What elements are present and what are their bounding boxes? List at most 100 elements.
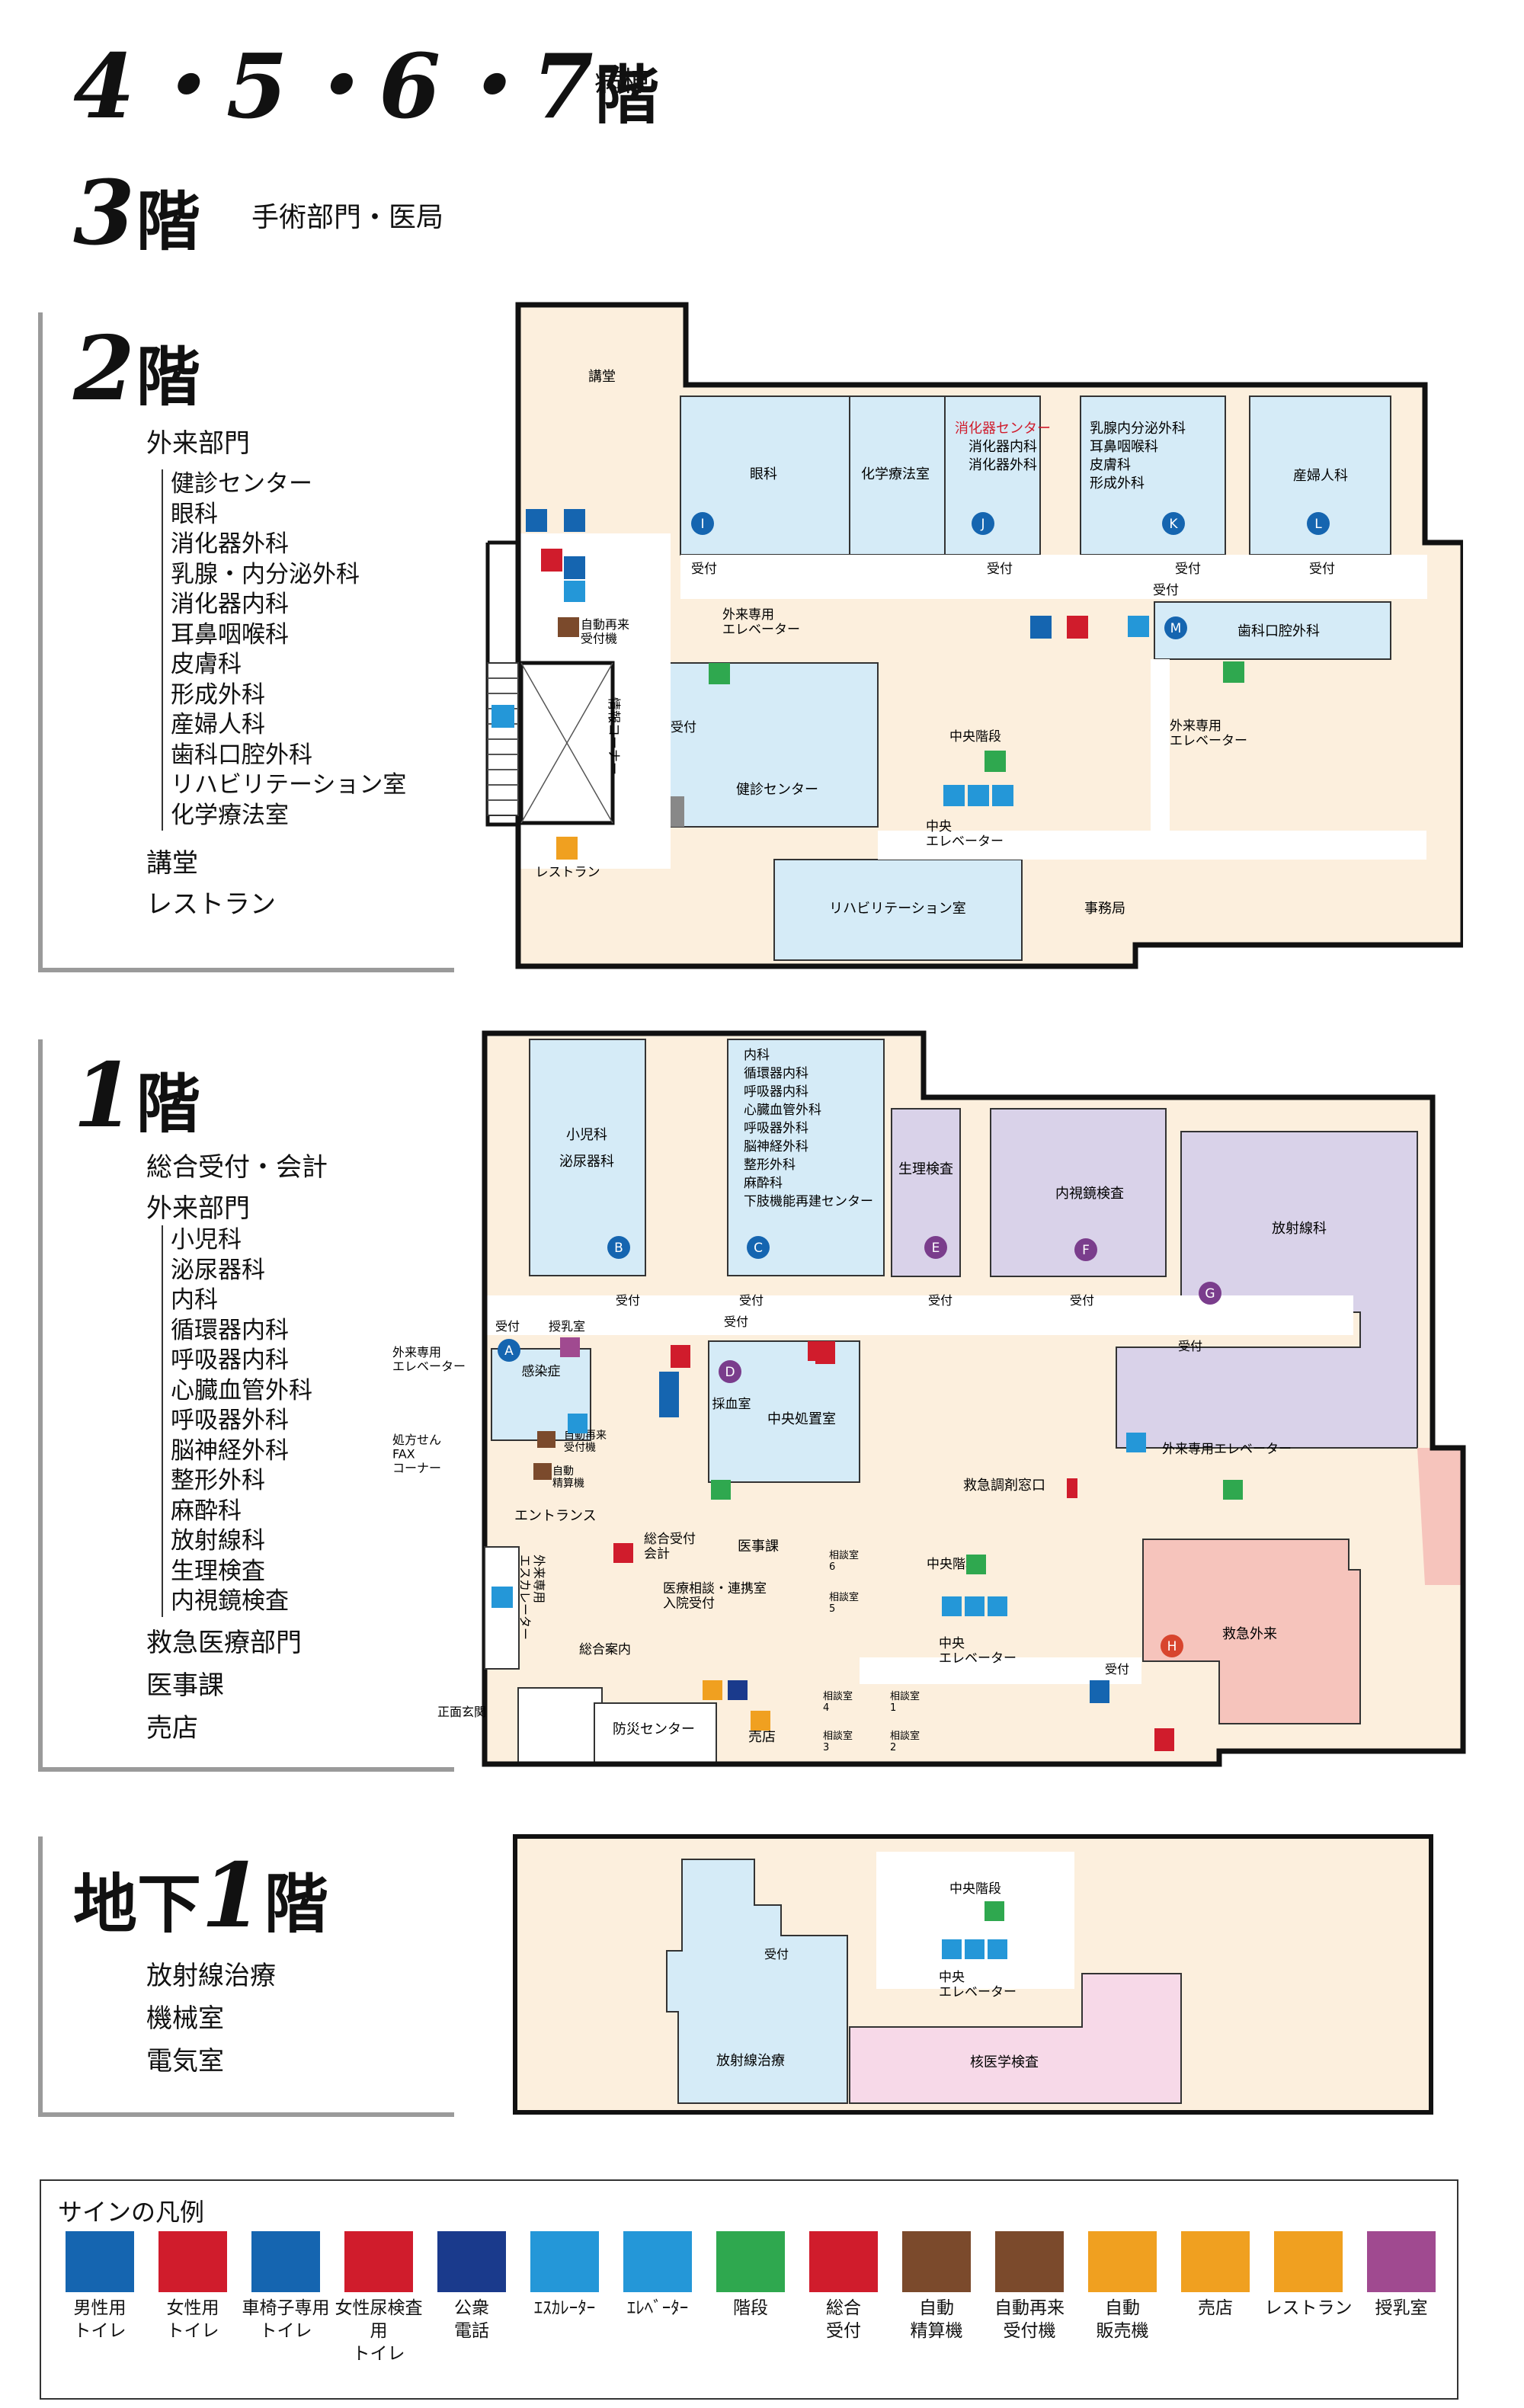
floor-1-title: 1階 xyxy=(73,1044,200,1148)
reception-label: 受付 xyxy=(928,1293,952,1308)
list-item: 乳腺・内分泌外科 xyxy=(171,560,360,588)
elevator-icon xyxy=(1126,1433,1146,1452)
floor-3-desc: 手術部門・医局 xyxy=(251,202,444,233)
reception-label: 受付 xyxy=(987,562,1013,577)
floor-2-map: 講堂 眼科 化学療法室 消化器センター 消化器内科 消化器外科 乳腺内分泌外科 … xyxy=(485,302,1463,969)
wheelchair-icon xyxy=(659,1395,679,1417)
nursing-room-icon xyxy=(560,1337,580,1357)
outpatient-elevator-label: 外来専用エレベーター xyxy=(392,1345,466,1373)
room-keisei: 形成外科 xyxy=(1090,476,1145,492)
payment-machine-icon xyxy=(533,1463,552,1480)
wheelchair-icon xyxy=(564,509,585,532)
list-item: 内科 xyxy=(171,1286,218,1314)
list-item: 皮膚科 xyxy=(171,651,242,678)
room-sanfu: 産婦人科 xyxy=(1293,468,1348,484)
pharmacy-window-marker xyxy=(1067,1478,1077,1498)
list-item: 化学療法室 xyxy=(171,801,289,829)
list-item: 形成外科 xyxy=(171,680,265,709)
list-item: 眼科 xyxy=(171,500,218,528)
legend-label: 自動再来 受付機 xyxy=(994,2298,1065,2341)
legend-label: ｴｽｶﾚｰﾀｰ xyxy=(533,2298,596,2318)
reentry-machine-icon xyxy=(537,1431,555,1448)
room-bosai: 防災センター xyxy=(613,1721,695,1737)
marker-M xyxy=(1164,616,1187,639)
escalator-icon xyxy=(491,1587,513,1608)
legend-item: 女性尿検査用 トイレ xyxy=(332,2231,425,2365)
room-shoka-nai: 消化器内科 xyxy=(969,439,1037,455)
outpatient-elevator-label: 外来専用エレベーター xyxy=(722,607,800,638)
legend-item: 授乳室 xyxy=(1355,2231,1448,2320)
list-item: 耳鼻咽喉科 xyxy=(171,620,289,648)
shop-icon xyxy=(751,1711,770,1731)
marker-label: C xyxy=(754,1241,763,1256)
info-corner-label: 情報コーナー xyxy=(606,697,621,775)
floor-1-frame xyxy=(38,1039,454,1772)
nursing-room-icon xyxy=(1367,2231,1436,2292)
room-kyukyu-chozai: 救急調剤窓口 xyxy=(963,1478,1045,1494)
room-iji: 医事課 xyxy=(738,1539,779,1555)
list-item: 脳神経外科 xyxy=(171,1436,289,1465)
main-entrance-label: 正面玄関 xyxy=(437,1705,486,1719)
room-shoka-center: 消化器センター xyxy=(955,421,1051,437)
room-iryo-sodan: 医療相談・連携室入院受付 xyxy=(663,1581,767,1612)
legend-label: 授乳室 xyxy=(1375,2298,1428,2318)
legend-title: サインの凡例 xyxy=(58,2198,205,2227)
list-item: 内視鏡検査 xyxy=(171,1587,289,1615)
marker-L xyxy=(1307,512,1330,535)
list-item: 機械室 xyxy=(146,2003,224,2034)
list-item: 消化器外科 xyxy=(171,530,289,558)
reentry-machine-label: 自動再来受付機 xyxy=(581,617,629,645)
reception-label: 受付 xyxy=(724,1314,748,1329)
escalator-label: 外来専用エスカレーター xyxy=(518,1555,546,1640)
elevator-icon xyxy=(1128,616,1149,637)
legend-item: 女性用 トイレ xyxy=(146,2231,239,2342)
marker-label: J xyxy=(980,517,985,532)
stairs-icon xyxy=(966,1555,986,1574)
reception-label: 受付 xyxy=(764,1947,789,1961)
male-toilet-icon xyxy=(526,509,547,532)
room-naika: 脳神経外科 xyxy=(744,1139,808,1154)
elevator-icon xyxy=(965,1939,985,1959)
reception-label: 受付 xyxy=(1175,562,1201,577)
marker-label: L xyxy=(1314,517,1322,532)
list-item: 生理検査 xyxy=(171,1557,265,1585)
list-item: 呼吸器外科 xyxy=(171,1407,289,1434)
marker-J xyxy=(972,512,994,535)
central-elevator-label: 中央エレベーター xyxy=(939,1970,1017,2000)
list-item: 循環器内科 xyxy=(171,1316,289,1344)
floor-b1-frame xyxy=(38,1836,454,2117)
wheelchair-icon xyxy=(1090,1680,1109,1703)
legend-label: 売店 xyxy=(1198,2298,1233,2318)
room-kyukyu-gairai: 救急外来 xyxy=(1222,1626,1277,1642)
room-kenshin: 健診センター xyxy=(736,782,818,798)
elevator-icon xyxy=(988,1939,1007,1959)
reception-label: 受付 xyxy=(691,562,717,577)
payment-machine-label: 自動精算機 xyxy=(552,1465,584,1490)
marker-E xyxy=(924,1236,947,1259)
legend-label: 公衆 電話 xyxy=(454,2298,489,2341)
reception-label: 受付 xyxy=(1153,583,1179,598)
reentry-machine-icon xyxy=(995,2231,1064,2292)
marker-C xyxy=(747,1236,770,1259)
list-item: 泌尿器科 xyxy=(171,1256,265,1284)
legend-item: 公衆 電話 xyxy=(425,2231,518,2342)
legend-label: 女性用 トイレ xyxy=(166,2298,219,2341)
marker-label: K xyxy=(1169,517,1178,532)
central-stairs-label: 中央階段 xyxy=(927,1557,978,1572)
stairs-icon xyxy=(985,751,1006,772)
list-item: レストラン xyxy=(146,889,276,920)
room-reha: リハビリテーション室 xyxy=(829,901,966,917)
wheelchair-icon xyxy=(251,2231,320,2292)
list-item: 産婦人科 xyxy=(171,711,265,738)
legend-label: ｴﾚﾍﾞｰﾀｰ xyxy=(626,2298,689,2318)
nursing-room-label: 授乳室 xyxy=(549,1319,585,1334)
list-item: 消化器内科 xyxy=(171,591,289,618)
floor-2-frame xyxy=(38,312,454,972)
list-item: 呼吸器内科 xyxy=(171,1346,289,1374)
female-toilet-icon xyxy=(1154,1728,1174,1751)
marker-label: B xyxy=(614,1241,623,1256)
room-jimu: 事務局 xyxy=(1084,901,1125,917)
